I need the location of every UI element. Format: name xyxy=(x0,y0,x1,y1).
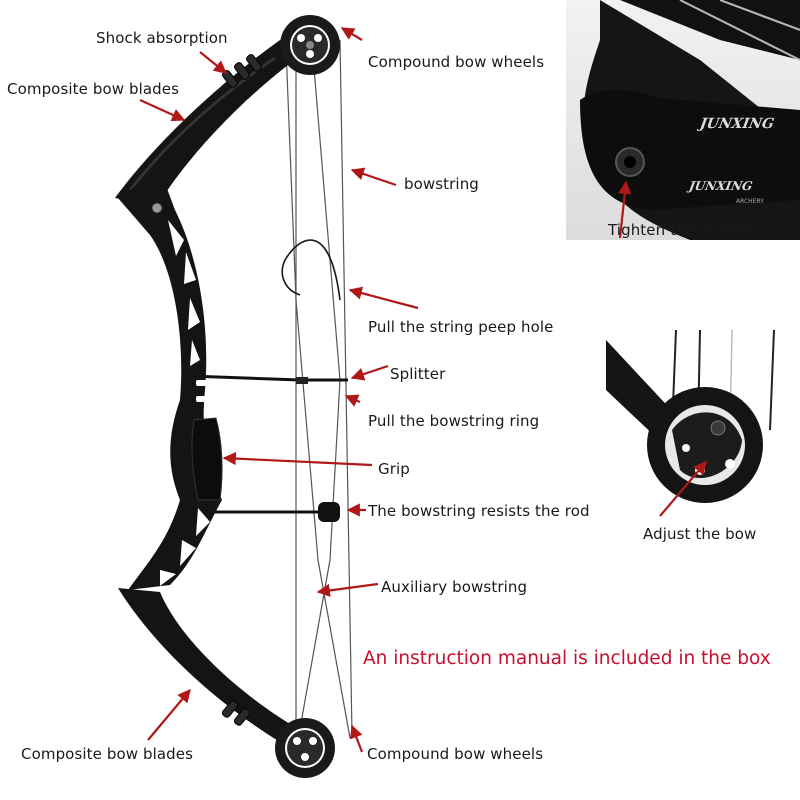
string-peep-loop xyxy=(281,239,341,301)
bow-strings xyxy=(285,39,353,741)
riser-cutouts xyxy=(160,220,210,586)
svg-text:JUNXING: JUNXING xyxy=(696,116,776,132)
grip xyxy=(191,417,223,501)
label-bowstring: bowstring xyxy=(404,175,479,193)
splitter-rod xyxy=(189,374,348,384)
label-splitter: Splitter xyxy=(390,365,446,383)
label-bowstring-ring: Pull the bowstring ring xyxy=(368,412,540,430)
lower-shock-absorber xyxy=(221,700,251,726)
bottom-cam xyxy=(275,718,335,778)
label-wheels-bottom: Compound bow wheels xyxy=(367,745,544,763)
brand-logo: JUNXING JUNXING ARCHERY xyxy=(686,116,775,205)
instruction-manual-note: An instruction manual is included in the… xyxy=(363,648,771,669)
label-peep-hole: Pull the string peep hole xyxy=(368,318,554,336)
upper-limb xyxy=(115,40,300,205)
label-composite-blades-top: Composite bow blades xyxy=(7,80,180,98)
label-composite-blades-bottom: Composite bow blades xyxy=(21,745,194,763)
label-adjust-bow: Adjust the bow xyxy=(643,525,757,543)
compound-bow xyxy=(115,15,353,778)
label-shock-absorption: Shock absorption xyxy=(96,29,228,47)
label-grip: Grip xyxy=(378,460,410,478)
label-resists-rod: The bowstring resists the rod xyxy=(368,502,590,520)
shock-absorber xyxy=(222,54,262,88)
label-auxiliary-bowstring: Auxiliary bowstring xyxy=(381,578,528,596)
string-stop-rod xyxy=(206,502,340,522)
svg-text:JUNXING: JUNXING xyxy=(686,179,754,193)
pointer-arrows xyxy=(139,27,419,753)
label-wheels-top: Compound bow wheels xyxy=(368,53,545,71)
top-cam xyxy=(280,15,340,75)
lower-limb xyxy=(118,588,300,745)
svg-text:ARCHERY: ARCHERY xyxy=(736,198,764,205)
label-tighten-screws: Tighten the screws xyxy=(608,221,752,239)
inset-screws-photo: JUNXING JUNXING ARCHERY xyxy=(566,0,800,240)
inset-cam-photo xyxy=(606,329,775,517)
